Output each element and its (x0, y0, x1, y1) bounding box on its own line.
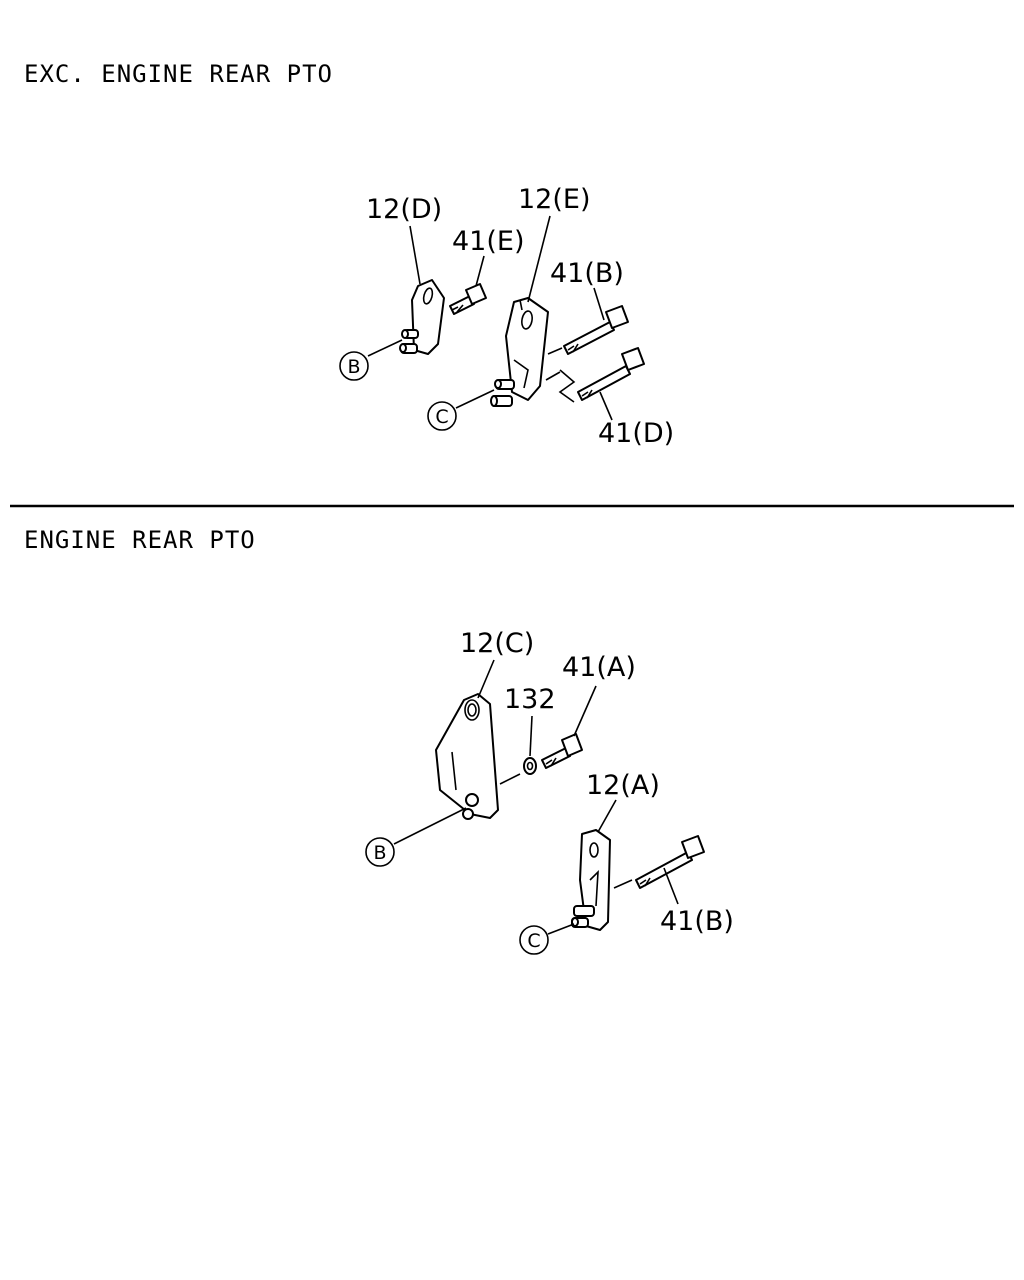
ref-circle-c-lower: C (519, 925, 549, 955)
ref-circle-b-lower: B (365, 837, 395, 867)
svg-text:C: C (527, 930, 540, 952)
section-title-engine-rear-pto: ENGINE REAR PTO (24, 526, 256, 554)
ref-circle-c-upper: C (427, 401, 457, 431)
callout-132: 132 (504, 684, 556, 715)
bolt-41b-lower (635, 835, 705, 889)
bolt-41e (449, 283, 487, 315)
callout-12c: 12(C) (460, 628, 534, 659)
callout-41b-upper: 41(B) (550, 258, 624, 289)
bracket-12e (490, 297, 549, 407)
washer-132 (523, 757, 537, 775)
callout-12e: 12(E) (518, 184, 590, 215)
callout-41a: 41(A) (562, 652, 636, 683)
callout-12d: 12(D) (366, 194, 442, 225)
svg-text:C: C (435, 406, 448, 428)
svg-text:B: B (347, 356, 360, 378)
bolt-41d (577, 347, 645, 401)
callout-41e: 41(E) (452, 226, 524, 257)
section-title-exc-engine-rear-pto: EXC. ENGINE REAR PTO (24, 60, 333, 88)
bolt-41b-upper (563, 305, 629, 355)
bracket-12c (435, 693, 499, 820)
svg-text:B: B (373, 842, 386, 864)
bolt-41a (541, 733, 583, 769)
callout-41d: 41(D) (598, 418, 674, 449)
ref-circle-b-upper: B (339, 351, 369, 381)
bracket-12d (399, 279, 445, 355)
callout-12a: 12(A) (586, 770, 660, 801)
callout-41b-lower: 41(B) (660, 906, 734, 937)
bracket-12a (571, 829, 611, 931)
